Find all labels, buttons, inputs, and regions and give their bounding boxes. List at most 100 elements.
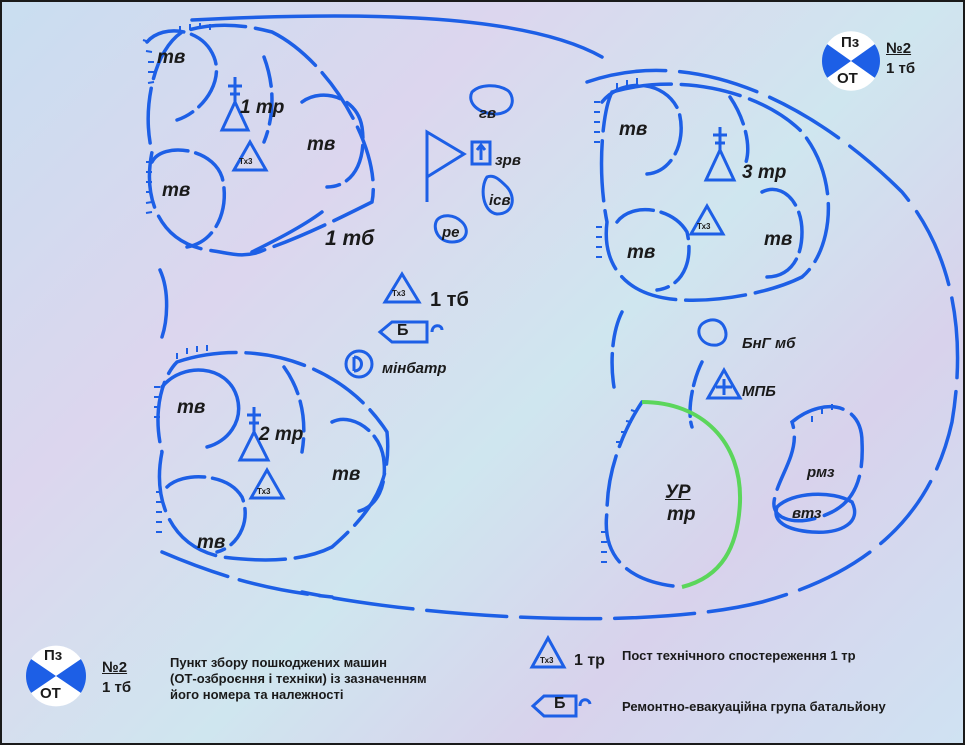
observation-post-company2 bbox=[237, 428, 271, 462]
hatch-company3 bbox=[594, 78, 638, 258]
company2-platoon-c bbox=[330, 417, 387, 514]
legend-collection-bottom: ОТ bbox=[40, 685, 61, 702]
platoon-label-1c: тв bbox=[307, 134, 336, 155]
cross-company2 bbox=[247, 407, 261, 432]
company1-platoon-a bbox=[145, 29, 219, 122]
company1-front2 bbox=[250, 210, 324, 254]
txz-triangle-company3 bbox=[688, 202, 726, 236]
collection-point-top: Пз bbox=[841, 34, 860, 51]
platoon-label-2b: тв bbox=[197, 532, 226, 553]
observation-post-company1 bbox=[219, 98, 251, 132]
platoon-label-2c: тв bbox=[332, 464, 361, 485]
hatch-company2 bbox=[154, 345, 208, 533]
legend-observation-post-icon bbox=[529, 635, 567, 669]
legend-repair-group-description: Ремонтно-евакуаційна група батальйону bbox=[622, 699, 886, 714]
legend-observation-unit: 1 тр bbox=[574, 652, 605, 669]
legend-desc-line-2: (ОТ-озброєння і техніки) із зазначенням bbox=[170, 671, 427, 686]
txz-label-3: Тх3 bbox=[697, 222, 711, 231]
cross-company3 bbox=[713, 127, 727, 150]
minbatr-inner bbox=[352, 355, 363, 373]
legend-collection-point-icon bbox=[26, 645, 86, 707]
legend-observation-description: Пост технічного спостереження 1 тр bbox=[622, 648, 856, 663]
platoon-label-1a: тв bbox=[157, 47, 186, 68]
legend-collection-unit: 1 тб bbox=[102, 679, 132, 696]
re-symbol bbox=[433, 214, 468, 244]
company2-front bbox=[282, 365, 306, 454]
txz-triangle-company2 bbox=[248, 466, 286, 500]
mpb-triangle bbox=[705, 366, 743, 400]
legend-collection-number: №2 bbox=[102, 659, 128, 676]
bng-line bbox=[688, 360, 704, 429]
mpb-label: МПБ bbox=[742, 383, 776, 400]
legend-desc-line-3: його номера та належності bbox=[170, 687, 344, 702]
bng-label: БнГ мб bbox=[742, 335, 796, 352]
legend-collection-top: Пз bbox=[44, 647, 63, 664]
legend-repair-group-b: Б bbox=[554, 695, 566, 712]
company2-platoon-b bbox=[165, 475, 247, 554]
gv-symbol bbox=[469, 84, 514, 116]
observation-post-company3 bbox=[703, 146, 737, 182]
bng-symbol bbox=[697, 318, 728, 347]
company1-label: 1 тр bbox=[240, 97, 285, 118]
zrv-label: зрв bbox=[495, 152, 521, 169]
company2-outer bbox=[156, 350, 390, 562]
legend-desc-line-1: Пункт збору пошкоджених машин bbox=[170, 655, 387, 670]
platoon-label-2a: тв bbox=[177, 397, 206, 418]
main-boundary-right bbox=[300, 68, 960, 621]
isv-label: ісв bbox=[489, 192, 511, 209]
collection-point-number: №2 bbox=[886, 40, 912, 57]
rmz-area bbox=[772, 405, 864, 523]
txz-label-battalion: Тх3 bbox=[392, 289, 406, 298]
minbatr-symbol bbox=[344, 349, 374, 379]
company2-label: 2 тр bbox=[259, 424, 304, 445]
left-gap-line bbox=[158, 268, 169, 339]
hatch-company1 bbox=[142, 23, 211, 214]
company3-outer bbox=[599, 82, 830, 303]
collection-point-icon bbox=[822, 31, 880, 91]
battalion-flag bbox=[425, 129, 467, 202]
vtz-label: втз bbox=[792, 505, 822, 522]
repair-group-hook bbox=[430, 324, 444, 333]
legend-collection-description: Пункт збору пошкоджених машин (ОТ-озброє… bbox=[170, 655, 427, 703]
company1-platoon-b bbox=[150, 148, 227, 249]
platoon-label-3a: тв bbox=[619, 119, 648, 140]
platoon-label-3b: тв bbox=[627, 242, 656, 263]
platoon-label-1b: тв bbox=[162, 180, 191, 201]
collection-point-bottom: ОТ bbox=[837, 70, 858, 87]
top-arc-boundary bbox=[190, 14, 604, 59]
legend-txz-label: Тх3 bbox=[540, 656, 554, 665]
ur-area-blue bbox=[604, 400, 684, 589]
zrv-symbol bbox=[470, 140, 492, 166]
company3-platoon-b bbox=[615, 207, 691, 292]
ur-area-green bbox=[641, 400, 743, 589]
company3-front bbox=[728, 95, 750, 169]
company1-platoon-c bbox=[300, 93, 365, 189]
vtz-ellipse bbox=[774, 492, 857, 534]
company3-platoon-c bbox=[760, 187, 804, 279]
collection-point-unit: 1 тб bbox=[886, 60, 916, 77]
company1-outer bbox=[146, 23, 375, 257]
repair-group-symbol bbox=[377, 320, 429, 344]
company1-front bbox=[262, 55, 274, 144]
re-label: ре bbox=[442, 224, 460, 241]
gv-label: гв bbox=[479, 105, 497, 122]
repair-group-b: Б bbox=[397, 322, 409, 339]
middle-gap-right bbox=[610, 310, 624, 389]
legend-repair-group-icon bbox=[530, 694, 592, 718]
company3-label: 3 тр bbox=[742, 162, 787, 183]
left-bottom-boundary bbox=[160, 550, 334, 599]
txz-triangle-company1 bbox=[231, 138, 269, 172]
txz-label-1: Тх3 bbox=[239, 157, 253, 166]
battalion-label: 1 тб bbox=[325, 227, 375, 250]
tr-label: тр bbox=[667, 504, 696, 525]
company2-platoon-a bbox=[160, 368, 241, 449]
battalion-post-label: 1 тб bbox=[430, 289, 469, 311]
company3-platoon-a bbox=[600, 83, 683, 176]
hatch-ur bbox=[601, 404, 833, 563]
rmz-label: рмз bbox=[807, 464, 835, 481]
txz-triangle-battalion bbox=[382, 271, 422, 304]
txz-label-2: Тх3 bbox=[257, 487, 271, 496]
cross-company1 bbox=[228, 77, 242, 102]
